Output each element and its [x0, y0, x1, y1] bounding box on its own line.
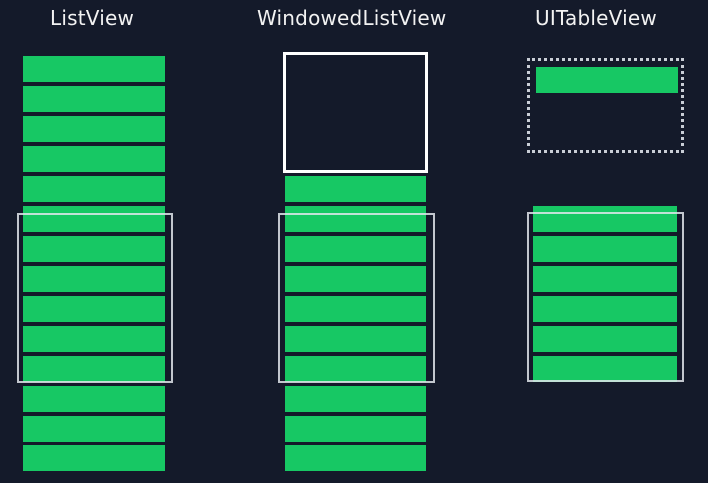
list-row — [23, 296, 165, 322]
list-row — [285, 236, 426, 262]
list-row — [285, 296, 426, 322]
list-row — [23, 326, 165, 352]
list-row — [285, 266, 426, 292]
viewport-frame — [527, 212, 684, 382]
list-row — [533, 206, 677, 232]
viewport-frame — [278, 213, 435, 383]
list-row — [23, 116, 165, 142]
list-row — [533, 356, 677, 382]
list-row — [23, 236, 165, 262]
list-row — [285, 445, 426, 471]
list-row — [533, 236, 677, 262]
list-row — [285, 326, 426, 352]
list-row — [23, 416, 165, 442]
list-row — [285, 176, 426, 202]
list-row — [23, 146, 165, 172]
list-row — [533, 296, 677, 322]
list-row — [533, 266, 677, 292]
list-row — [23, 56, 165, 82]
list-row — [23, 206, 165, 232]
title-listview: ListView — [50, 6, 135, 30]
title-windowed-listview: WindowedListView — [257, 6, 447, 30]
title-uitableview: UITableView — [535, 6, 657, 30]
list-row — [533, 326, 677, 352]
list-row — [23, 266, 165, 292]
list-row — [23, 176, 165, 202]
list-row — [285, 206, 426, 232]
list-row — [285, 386, 426, 412]
list-row — [285, 416, 426, 442]
list-row — [285, 356, 426, 382]
list-row — [23, 386, 165, 412]
reusable-cell — [536, 67, 678, 93]
reuse-pool-box — [527, 58, 684, 153]
placeholder-box — [283, 52, 428, 173]
list-row — [23, 86, 165, 112]
list-row — [23, 356, 165, 382]
list-row — [23, 445, 165, 471]
viewport-frame — [17, 213, 173, 383]
